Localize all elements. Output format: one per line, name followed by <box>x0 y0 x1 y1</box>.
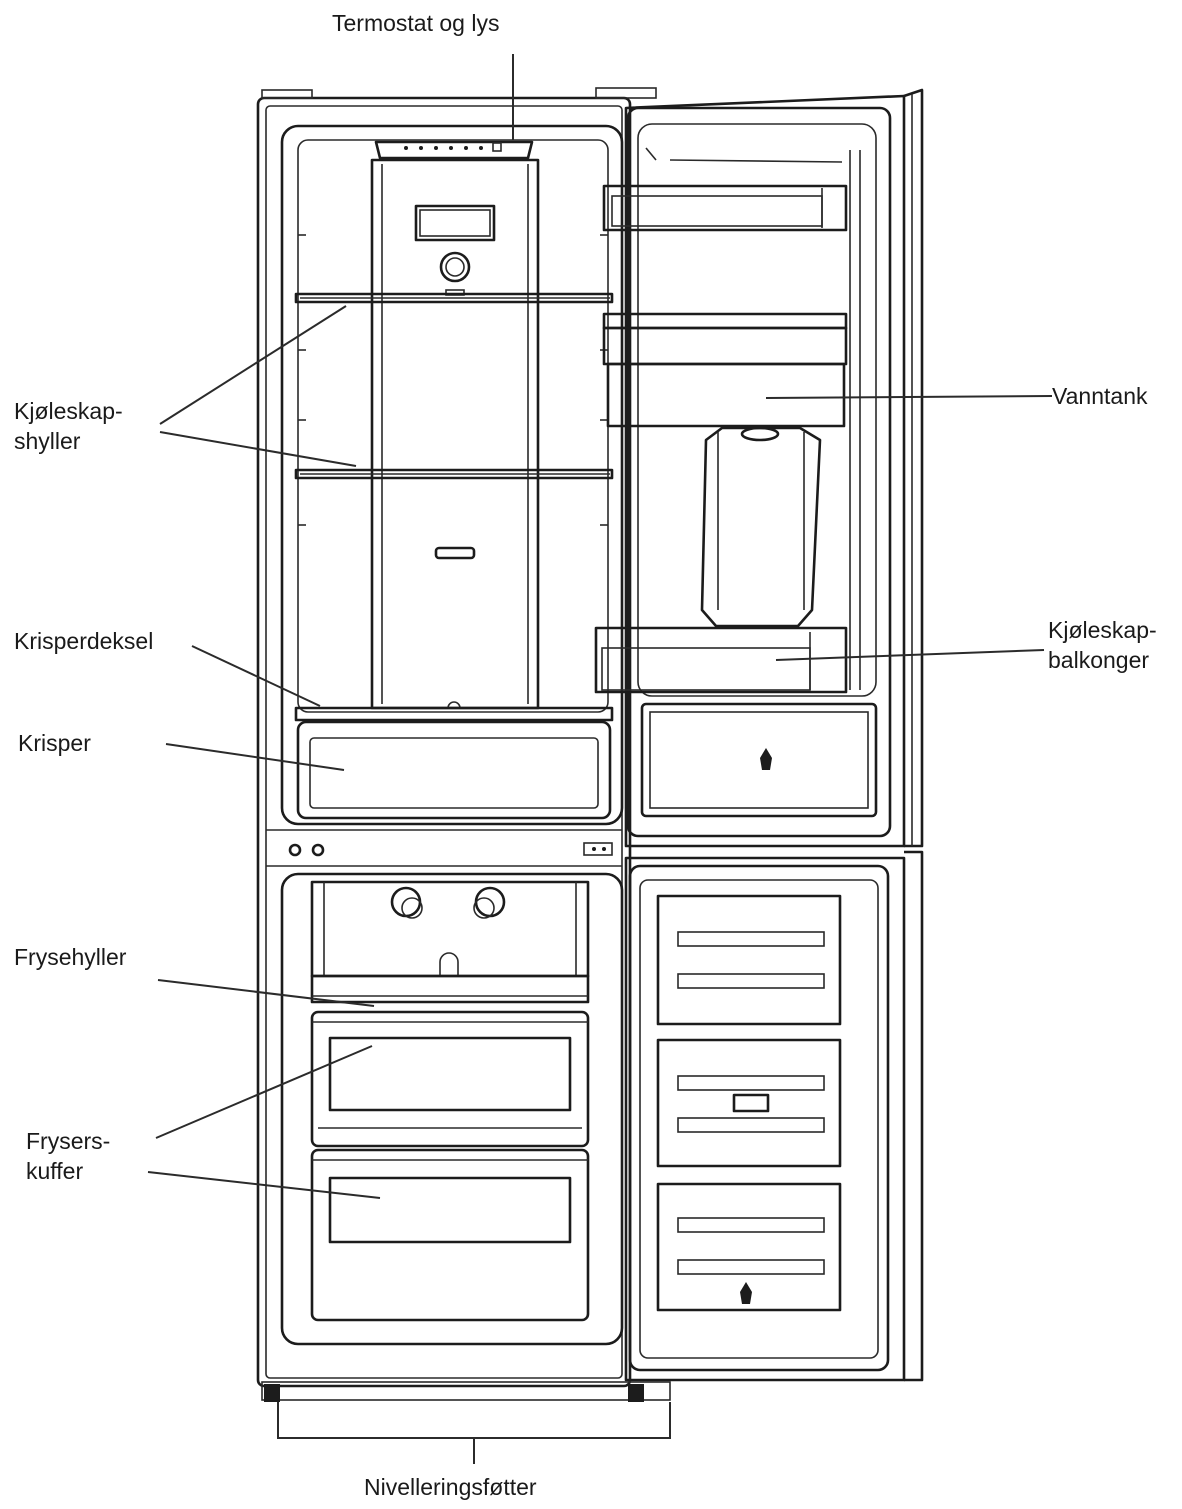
label-thermostat: Termostat og lys <box>332 10 500 36</box>
leader-leveling-feet <box>277 1402 671 1464</box>
label-fridge-shelves: Kjøleskap- shyller <box>14 396 123 456</box>
label-freezer-drawers-line1: Frysers- <box>26 1128 111 1154</box>
fridge-compartment <box>280 124 624 826</box>
label-freezer-drawers-line2: kuffer <box>26 1158 84 1184</box>
freezer-shelf <box>310 974 590 1004</box>
leader-water-tank <box>765 395 1053 399</box>
label-crisper: Krisper <box>18 730 91 756</box>
fridge-shelf-lower <box>294 468 614 480</box>
air-duct <box>370 158 540 710</box>
leader-freezer-drawer-1 <box>155 1045 373 1139</box>
water-tank-unit <box>602 312 848 628</box>
crisper-cover <box>294 706 614 722</box>
crisper-drawer <box>296 720 612 820</box>
leveling-foot-right <box>628 1384 644 1402</box>
thermostat-light-unit <box>374 140 534 160</box>
label-fridge-shelves-line2: shyller <box>14 428 81 454</box>
freezer-door-compartment-1 <box>656 894 842 1026</box>
freezer-door <box>624 850 924 1382</box>
leader-freezer-shelf <box>157 979 375 1007</box>
label-freezer-drawers: Frysers- kuffer <box>26 1126 110 1186</box>
label-leveling-feet: Nivelleringsføtter <box>364 1474 537 1500</box>
leader-crisper-cover <box>191 645 321 707</box>
freezer-door-compartment-3 <box>656 1182 842 1312</box>
freezer-door-compartment-2 <box>656 1038 842 1168</box>
leader-freezer-drawer-2 <box>147 1171 381 1199</box>
leader-crisper <box>165 743 345 771</box>
door-lower-bin <box>640 702 878 818</box>
label-fridge-shelves-line1: Kjøleskap- <box>14 398 123 424</box>
leveling-foot-left <box>264 1384 280 1402</box>
leader-fridge-shelf-1 <box>159 305 347 425</box>
door-balcony-top <box>602 184 848 232</box>
label-door-balconies-line1: Kjøleskap- <box>1048 617 1157 643</box>
compartment-divider <box>266 829 622 867</box>
door-balcony-bottom <box>594 626 848 694</box>
leader-fridge-shelf-2 <box>159 431 357 467</box>
label-door-balconies: Kjøleskap- balkonger <box>1048 615 1157 675</box>
label-crisper-cover: Krisperdeksel <box>14 628 154 654</box>
fridge-shelf-upper <box>294 292 614 304</box>
freezer-drawer-upper <box>310 1010 590 1148</box>
base <box>261 1381 671 1401</box>
fridge-door <box>624 88 924 848</box>
leader-door-balcony <box>775 649 1045 661</box>
leader-lines <box>147 54 1053 1464</box>
label-water-tank: Vanntank <box>1052 383 1148 409</box>
label-door-balconies-line2: balkonger <box>1048 647 1150 673</box>
label-freezer-shelves: Frysehyller <box>14 944 127 970</box>
freezer-drawer-lower <box>310 1148 590 1322</box>
